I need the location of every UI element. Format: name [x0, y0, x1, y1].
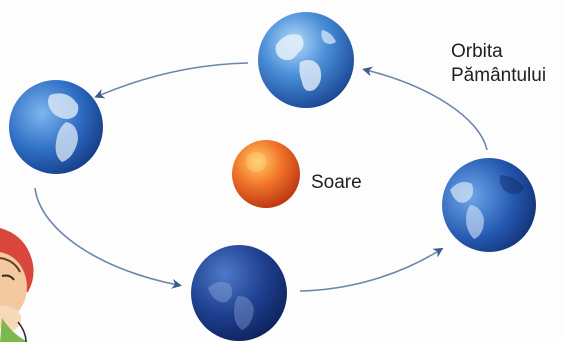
character-icon: [0, 228, 34, 342]
earth-icon: [191, 245, 287, 341]
orbit-label-line2: Pământului: [451, 64, 546, 88]
orbit-label: Orbita Pământului: [451, 40, 546, 88]
orbit-arrow-top-left: [98, 63, 248, 96]
sun-icon: [232, 140, 300, 208]
orbit-arrow-bottom-left: [35, 188, 178, 285]
orbit-label-line1: Orbita: [451, 40, 546, 64]
orbit-arrow-bottom-right: [300, 250, 440, 291]
earth-icon: [258, 12, 354, 108]
earth-icon: [9, 80, 103, 174]
earth-icon: [442, 158, 536, 252]
sun-label: Soare: [311, 171, 362, 195]
